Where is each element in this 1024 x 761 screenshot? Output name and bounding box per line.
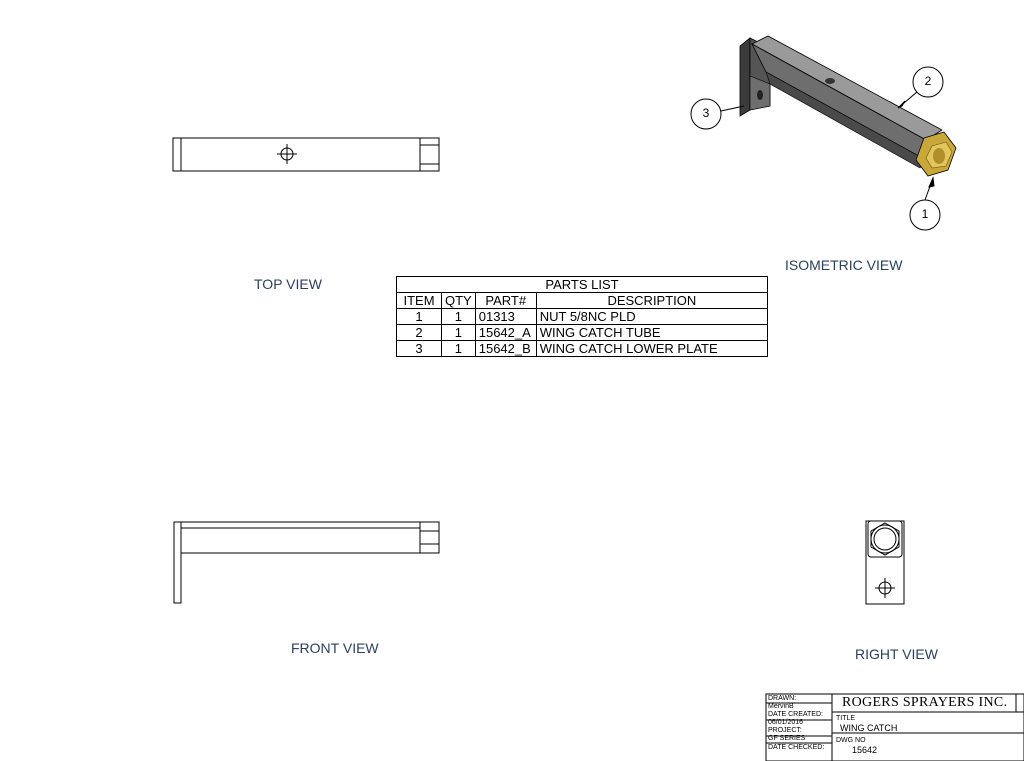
lower-plate-shape — [739, 37, 751, 117]
front-view-drawing — [173, 521, 440, 604]
isometric-view-label: ISOMETRIC VIEW — [785, 257, 903, 273]
balloon-group — [690, 66, 944, 231]
title-value: WING CATCH — [840, 723, 898, 733]
top-view-label: TOP VIEW — [254, 276, 322, 292]
balloon-label-1: 1 — [921, 207, 929, 221]
table-row: 3 1 15642_B WING CATCH LOWER PLATE — [396, 340, 769, 357]
parts-list-header-row: ITEM QTY PART# DESCRIPTION — [396, 292, 769, 309]
title-block-frame — [765, 693, 1024, 761]
header-item: ITEM — [396, 292, 442, 309]
drawn-label: DRAWN: — [768, 695, 797, 702]
header-description: DESCRIPTION — [535, 292, 769, 309]
balloon-3 — [690, 98, 722, 130]
cell-item: 1 — [396, 308, 442, 325]
header-qty: QTY — [441, 292, 476, 309]
project-value: GF SERIES — [768, 735, 806, 742]
cell-description: WING CATCH LOWER PLATE — [535, 340, 769, 357]
cell-item: 2 — [396, 324, 442, 341]
balloon-2 — [912, 66, 944, 98]
cell-qty: 1 — [441, 324, 476, 341]
cell-description: WING CATCH TUBE — [535, 324, 769, 341]
dwg-no-value: 15642 — [852, 745, 878, 755]
right-view-drawing — [865, 520, 905, 605]
project-label: PROJECT: — [768, 727, 802, 734]
drawn-value: MervinB — [768, 703, 794, 710]
tube-side-face — [751, 43, 927, 161]
cell-description: NUT 5/8NC PLD — [535, 308, 769, 325]
cell-qty: 1 — [441, 308, 476, 325]
front-view-label: FRONT VIEW — [291, 640, 379, 656]
top-view-drawing — [172, 137, 440, 172]
table-row: 2 1 15642_A WING CATCH TUBE — [396, 324, 769, 341]
cell-part: 15642_B — [474, 340, 537, 357]
hole-center-mark-icon — [277, 144, 297, 164]
dwg-no-label: DWG NO — [836, 737, 866, 744]
header-part: PART# — [474, 292, 537, 309]
cell-qty: 1 — [441, 340, 476, 357]
isometric-view-drawing — [739, 35, 957, 177]
balloon-label-3: 3 — [702, 106, 710, 120]
cell-part: 01313 — [474, 308, 537, 325]
right-view-label: RIGHT VIEW — [855, 646, 938, 662]
cell-item: 3 — [396, 340, 442, 357]
date-created-value: 06/01/2016 — [768, 719, 804, 726]
company-name: ROGERS SPRAYERS INC. — [842, 695, 1008, 710]
parts-list-table: PARTS LIST ITEM QTY PART# DESCRIPTION 1 … — [396, 276, 769, 357]
parts-list-title: PARTS LIST — [396, 276, 768, 293]
date-created-label: DATE CREATED: — [768, 711, 823, 718]
title-label: TITLE — [836, 715, 856, 722]
nut-shape — [915, 131, 957, 177]
balloon-label-2: 2 — [924, 74, 932, 88]
date-checked-label: DATE CHECKED: — [768, 744, 825, 751]
hole-center-mark-icon — [875, 578, 895, 598]
table-row: 1 1 01313 NUT 5/8NC PLD — [396, 308, 769, 325]
cell-part: 15642_A — [474, 324, 537, 341]
